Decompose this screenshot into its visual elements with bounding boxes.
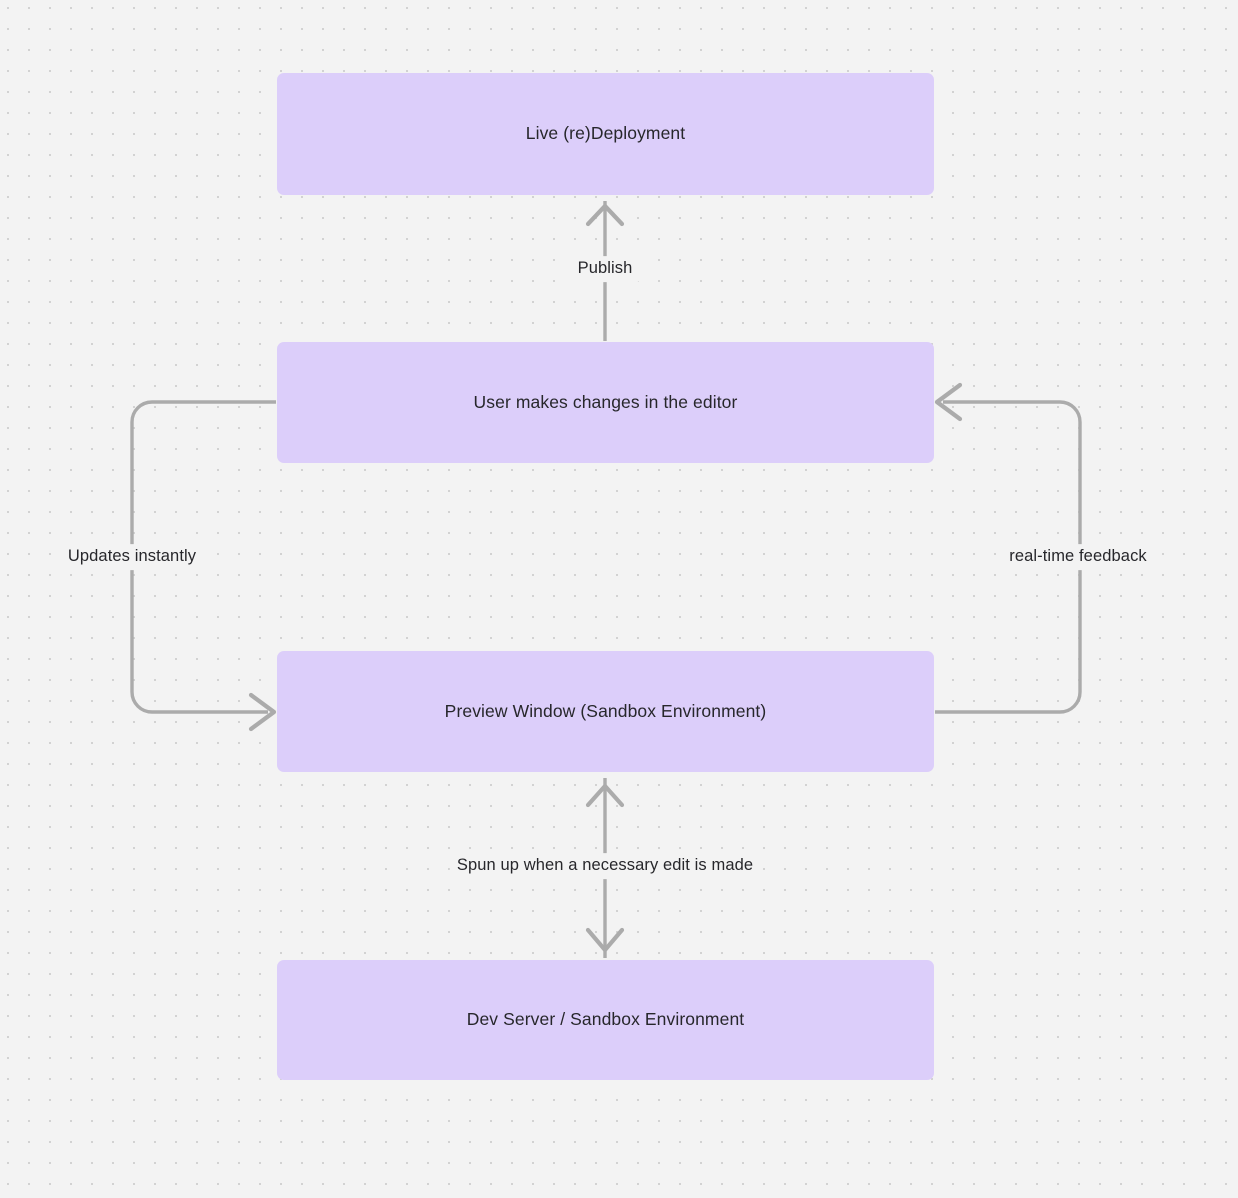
node-dev-server[interactable]: Dev Server / Sandbox Environment <box>277 960 934 1080</box>
node-label: Live (re)Deployment <box>525 123 686 144</box>
edge-label-real-time-feedback: real-time feedback <box>1002 544 1154 570</box>
node-label: User makes changes in the editor <box>473 391 738 412</box>
node-live-deployment[interactable]: Live (re)Deployment <box>277 73 934 195</box>
node-label: Preview Window (Sandbox Environment) <box>444 700 767 721</box>
edge-label-publish: Publish <box>570 256 640 282</box>
node-label: Dev Server / Sandbox Environment <box>466 1009 745 1030</box>
edge-label-spun-up: Spun up when a necessary edit is made <box>449 853 761 879</box>
node-user-edits[interactable]: User makes changes in the editor <box>277 342 934 463</box>
node-preview-window[interactable]: Preview Window (Sandbox Environment) <box>277 651 934 772</box>
edge-label-updates-instantly: Updates instantly <box>60 544 204 570</box>
